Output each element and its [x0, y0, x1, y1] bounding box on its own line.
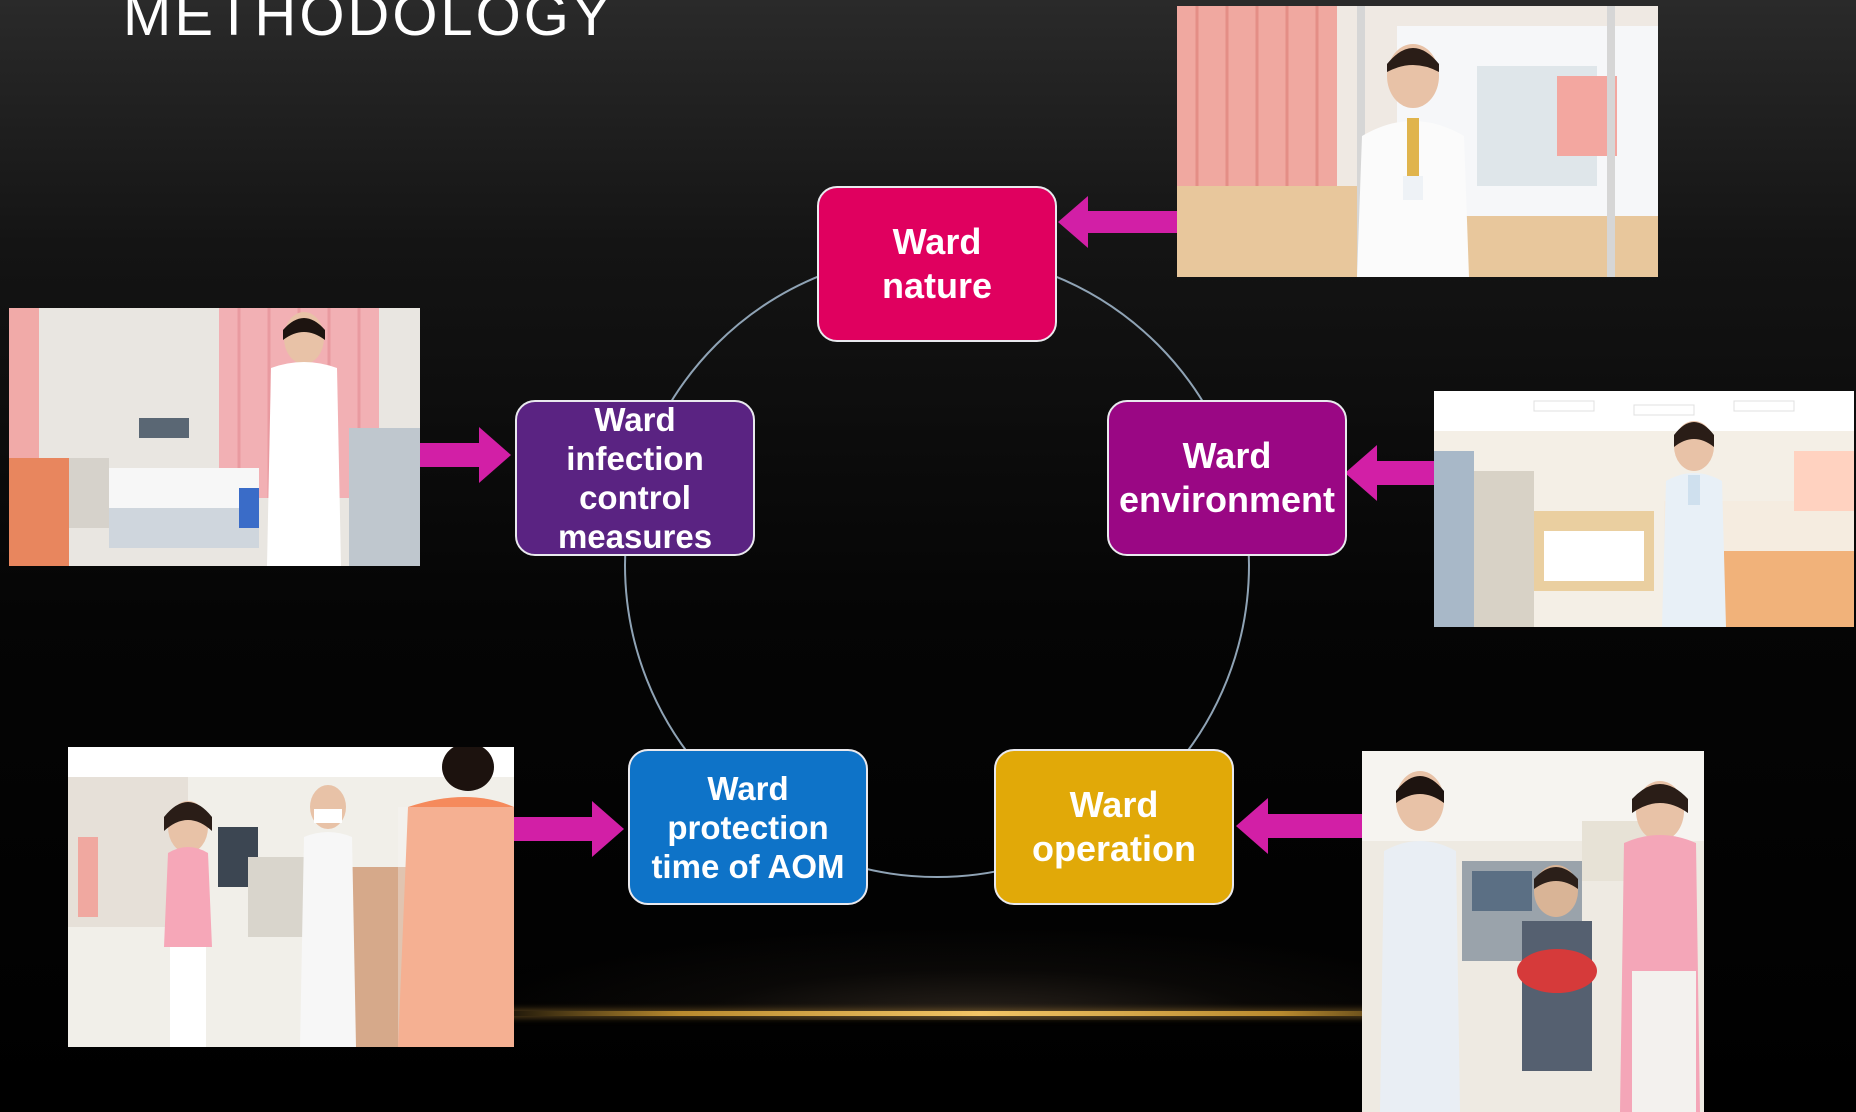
node-ward-operation: Ward operation: [994, 749, 1234, 905]
node-ward-protection-time: Ward protection time of AOM: [628, 749, 868, 905]
node-line: Ward: [1182, 435, 1272, 476]
node-line: Ward: [707, 769, 789, 807]
node-line: Ward: [594, 401, 676, 438]
arrow-environment: [1345, 445, 1434, 501]
photo-ward-protection: [68, 747, 514, 1047]
accent-line: [480, 1011, 1480, 1016]
arrow-operation: [1236, 798, 1362, 854]
slide-title: METHODOLOGY: [123, 0, 614, 48]
arrow-protection: [514, 801, 624, 857]
node-line: infection: [566, 440, 704, 477]
node-line: measures: [557, 518, 713, 555]
node-line: operation: [1031, 828, 1196, 869]
arrow-infection: [420, 427, 511, 483]
node-line: Ward: [892, 221, 982, 262]
photo-ward-infection: [9, 308, 420, 566]
node-line: time of AOM: [651, 847, 845, 885]
floor-glow: [480, 930, 1480, 1020]
photo-ward-operation: [1362, 751, 1704, 1112]
node-line: Ward: [1069, 784, 1159, 825]
node-ward-infection-control: Ward infection control measures: [515, 400, 755, 556]
node-ward-environment: Ward environment: [1107, 400, 1347, 556]
node-ward-nature: Ward nature: [817, 186, 1057, 342]
arrow-nature: [1058, 196, 1177, 248]
photo-ward-environment: [1434, 391, 1854, 627]
node-line: protection: [667, 808, 829, 846]
node-line: nature: [881, 265, 993, 306]
photo-ward-nature: [1177, 6, 1658, 277]
node-line: environment: [1118, 479, 1336, 520]
node-line: control: [579, 479, 691, 516]
